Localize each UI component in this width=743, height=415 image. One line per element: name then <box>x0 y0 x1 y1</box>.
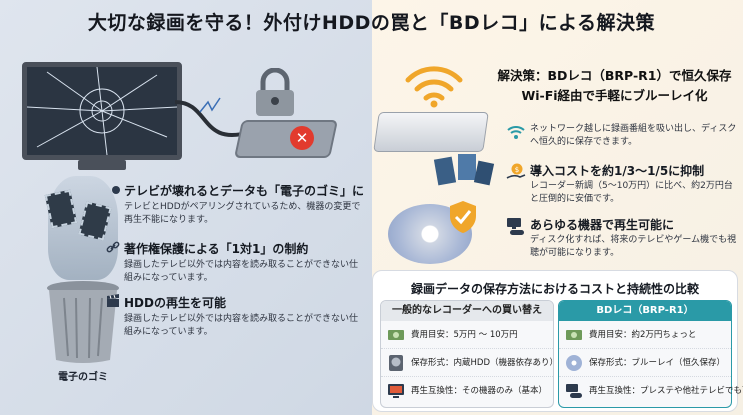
comparison-row: 再生互換性：その機器のみ（基本） <box>381 377 553 405</box>
devices-icon <box>507 218 524 235</box>
row-text: 保存形式：内蔵HDD（機器依存あり） <box>411 358 558 368</box>
point-tv-broken: テレビが壊れるとデータも「電子のゴミ」に テレビとHDDがペアリングされているた… <box>112 182 365 227</box>
trash-can-icon <box>47 281 119 363</box>
shield-check-icon <box>450 201 476 233</box>
comparison-column-bdreco: BDレコ（BRP-R1） 費用目安：約2万円ちょっと 保存形式：ブルーレイ（恒久… <box>558 300 743 408</box>
row-text: 再生互換性：その機器のみ（基本） <box>411 386 548 396</box>
point-title: 著作権保護による「1対1」の制約 <box>124 242 309 256</box>
disc-icon <box>566 355 582 371</box>
money-icon <box>566 330 582 340</box>
comparison-row: 保存形式：ブルーレイ（恒久保存） <box>559 349 731 377</box>
external-hdd-illustration <box>233 120 339 158</box>
broken-tv-illustration <box>22 62 182 160</box>
tv-icon <box>388 384 404 398</box>
chain-link-icon <box>106 241 120 253</box>
tv-stand <box>78 160 126 170</box>
solution-title: 解決策：BDレコ（BRP-R1）で恒久保存 Wi-Fi経由で手軽にブルーレイ化 <box>492 66 737 106</box>
video-files-icon <box>433 154 495 186</box>
point-body: 録画したテレビ以外では内容を読み取ることができない仕組みになっています。 <box>124 260 359 283</box>
feature-title: 導入コストを約1/3〜1/5に抑制 <box>530 164 705 178</box>
money-icon <box>388 330 404 340</box>
point-title: HDDの再生を可能 <box>124 296 226 310</box>
solution-title-line1: 解決策：BDレコ（BRP-R1）で恒久保存 <box>497 68 732 83</box>
row-text: 費用目安：約2万円ちょっと <box>589 330 697 340</box>
cracked-screen-icon <box>26 66 178 156</box>
comparison-row: 再生互換性：プレステや他社テレビでも可 <box>559 377 743 405</box>
devices-icon <box>566 384 582 398</box>
svg-text:$: $ <box>515 166 519 174</box>
feature-body: ディスク化すれば、将来のテレビやゲーム機でも視聴が可能になります。 <box>530 235 737 258</box>
point-copyright: 著作権保護による「1対1」の制約 録画したテレビ以外では内容を読み取ることができ… <box>106 240 364 285</box>
feature-playback: あらゆる機器で再生可能に ディスク化すれば、将来のテレビやゲーム機でも視聴が可能… <box>507 216 740 260</box>
comparison-title: 録画データの保存方法におけるコストと持続性の比較 <box>410 282 699 296</box>
point-hdd-playback: HDDの再生を可能 録画したテレビ以外では内容を読み取ることができない仕組みにな… <box>107 294 364 339</box>
point-body: 録画したテレビ以外では内容を読み取ることができない仕組みになっています。 <box>124 314 359 337</box>
comparison-row: 保存形式：内蔵HDD（機器依存あり） <box>381 349 558 377</box>
column-header: BDレコ（BRP-R1） <box>559 301 731 321</box>
padlock-icon <box>256 68 294 116</box>
feature-body: ネットワーク越しに録画番組を吸い出し、ディスクへ恒久的に保存できます。 <box>530 124 737 147</box>
error-x-icon: ✕ <box>290 126 314 150</box>
point-body: テレビとHDDがペアリングされているため、機器の変更で再生不能になります。 <box>124 202 361 225</box>
wifi-small-icon <box>507 126 525 139</box>
coin-hand-icon: $ <box>506 163 526 179</box>
row-text: 再生互換性：プレステや他社テレビでも可 <box>589 386 743 396</box>
feature-body: レコーダー新調（5〜10万円）に比べ、約2万円台と圧倒的に安価です。 <box>530 181 733 204</box>
comparison-row: 費用目安：5万円 〜 10万円 <box>381 321 553 349</box>
point-title: テレビが壊れるとデータも「電子のゴミ」に <box>124 184 365 198</box>
row-text: 保存形式：ブルーレイ（恒久保存） <box>589 358 726 368</box>
wifi-icon <box>405 66 463 108</box>
page-title: 大切な録画を守る！外付けHDDの罠と「BDレコ」による解決策 <box>87 12 656 34</box>
comparison-row: 費用目安：約2万円ちょっと <box>559 321 731 349</box>
comparison-column-replace: 一般的なレコーダーへの買い替え 費用目安：5万円 〜 10万円 保存形式：内蔵H… <box>380 300 558 408</box>
hdd-icon <box>389 355 403 371</box>
row-text: 費用目安：5万円 〜 10万円 <box>411 330 518 340</box>
feature-cost: $ 導入コストを約1/3〜1/5に抑制 レコーダー新調（5〜10万円）に比べ、約… <box>506 162 740 206</box>
feature-network: ネットワーク越しに録画番組を吸い出し、ディスクへ恒久的に保存できます。 <box>507 122 740 149</box>
bullet-dot-icon <box>112 186 120 194</box>
trash-label: 電子のゴミ <box>58 372 108 383</box>
column-header: 一般的なレコーダーへの買い替え <box>381 301 553 321</box>
clapperboard-icon <box>107 294 119 307</box>
bd-recorder-illustration <box>373 112 489 152</box>
solution-title-line2: Wi-Fi経由で手軽にブルーレイ化 <box>521 88 708 103</box>
cable-icon <box>174 97 251 137</box>
feature-title: あらゆる機器で再生可能に <box>530 218 675 232</box>
